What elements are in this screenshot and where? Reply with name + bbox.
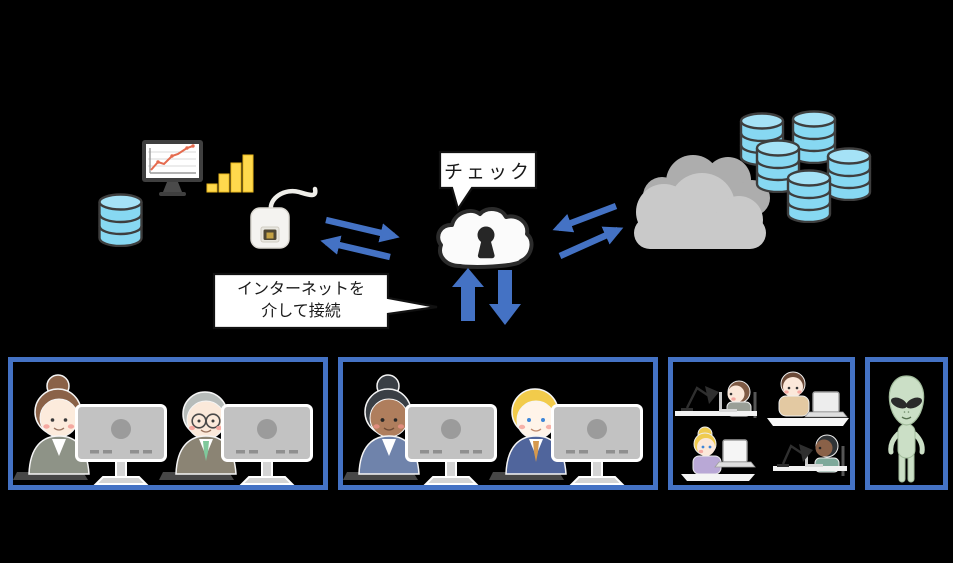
check-bubble [438,150,538,212]
remote-worker-scene [773,434,847,476]
fetch-arrow-icon [552,202,618,233]
remote-worker-scene [681,426,756,481]
monitor-line-chart-icon [142,140,203,196]
lan-adapter-icon [250,186,318,249]
cloud-storage-icon [634,155,770,249]
worker-woman [13,374,90,480]
monitor-icon [405,404,497,485]
alien-eye [906,397,922,409]
worker-woman [343,374,420,480]
worker-senior-man [159,391,237,480]
internet-bubble [212,272,438,330]
secure-cloud-icon [436,207,534,269]
right-transfer-arrows [552,202,624,259]
monitor-icon [75,404,167,485]
receive-arrow-icon [320,235,391,261]
remote-worker-scene [767,371,849,426]
left-transfer-arrows [320,216,400,261]
office-workers-panel-2 [338,357,658,490]
download-arrow-icon [489,270,521,325]
database-icon [786,169,832,223]
database-icon [826,147,872,201]
bar-chart-icon [206,154,254,193]
alien-eye [891,397,907,409]
return-arrow-icon [558,226,624,259]
keyhole-icon [477,226,495,259]
database-icon [98,193,143,247]
desk-lamp-icon [781,444,804,465]
remote-workers-panel [668,357,855,490]
desk-lamp-icon [685,386,710,409]
alien-figure [888,375,925,483]
send-arrow-icon [325,216,400,243]
worker-blond-man [489,388,567,480]
office-workers-panel-1 [8,357,328,490]
alien-panel [865,357,948,490]
upload-arrow-icon [452,268,484,321]
remote-worker-scene [675,380,757,418]
